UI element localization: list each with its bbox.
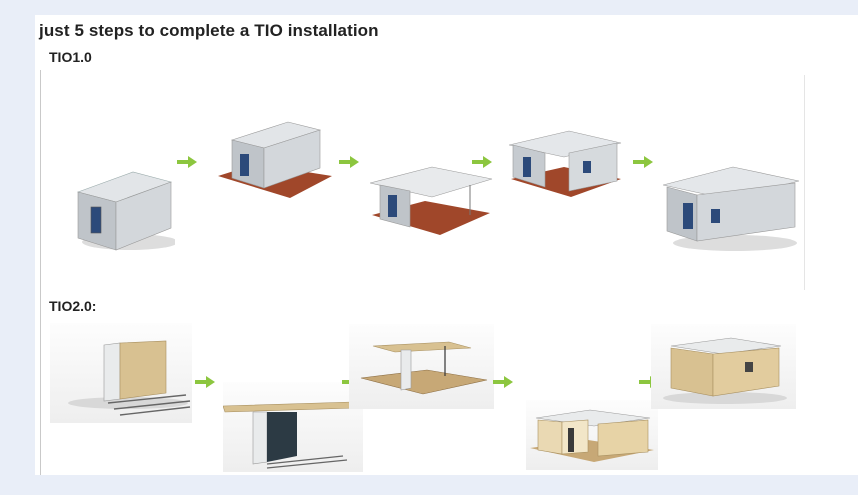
section-label-tio2: TIO2.0: xyxy=(49,298,97,314)
arrow-icon xyxy=(339,156,359,168)
arrow-icon xyxy=(493,376,513,388)
left-divider xyxy=(40,70,41,475)
arrow-icon xyxy=(633,156,653,168)
arrow-icon xyxy=(195,376,215,388)
tio1-step4-walls-rising xyxy=(509,130,622,197)
tio2-step2-photo xyxy=(222,382,363,472)
arrow-icon xyxy=(472,156,492,168)
tio2-step5-photo xyxy=(651,324,796,409)
tio2-step3-photo xyxy=(349,324,494,409)
section-label-tio1: TIO1.0 xyxy=(49,49,92,65)
page-title: just 5 steps to complete a TIO installat… xyxy=(39,21,379,40)
tio2-step4-photo xyxy=(526,400,658,470)
tio1-step1-closed-container xyxy=(76,171,175,251)
tio1-step2-floor-unfolded xyxy=(218,121,332,198)
tio1-step3-roof-extended xyxy=(370,166,493,235)
tio2-step1-photo xyxy=(50,323,192,423)
tio1-step5-complete-house xyxy=(663,166,800,251)
right-divider xyxy=(804,75,805,290)
content-panel: just 5 steps to complete a TIO installat… xyxy=(35,15,858,475)
arrow-icon xyxy=(177,156,197,168)
